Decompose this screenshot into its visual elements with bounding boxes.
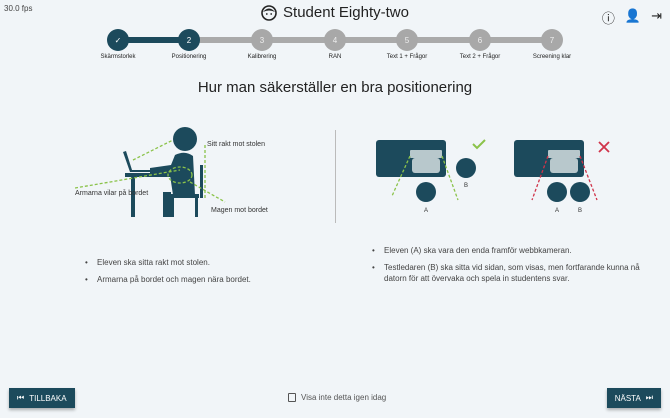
bullet: Eleven (A) ska vara den enda framför web… bbox=[372, 245, 642, 256]
back-label: TILLBAKA bbox=[29, 393, 67, 403]
cross-icon bbox=[598, 141, 610, 153]
step-4: 4 bbox=[324, 29, 346, 51]
checkbox-label: Visa inte detta igen idag bbox=[301, 393, 387, 402]
divider bbox=[335, 130, 336, 223]
checkbox-box[interactable] bbox=[288, 393, 296, 402]
step-6: 6 bbox=[469, 29, 491, 51]
step-label: RAN bbox=[328, 54, 342, 60]
step-label: Text 1 + Frågor bbox=[386, 54, 428, 60]
next-label: NÄSTA bbox=[614, 393, 641, 403]
step-5: 5 bbox=[396, 29, 418, 51]
camera-bullets: Eleven (A) ska vara den enda framför web… bbox=[372, 245, 642, 290]
back-button[interactable]: ⏮ TILLBAKA bbox=[9, 388, 75, 408]
annotation-sit: Sitt rakt mot stolen bbox=[207, 141, 265, 148]
speaker-user-icon[interactable]: 👤 bbox=[624, 8, 642, 23]
dont-show-again-checkbox[interactable]: Visa inte detta igen idag bbox=[288, 393, 386, 402]
section-heading: Hur man säkerställer en bra positionerin… bbox=[197, 79, 473, 96]
label-b: B bbox=[464, 183, 468, 189]
stepper-line-done bbox=[118, 37, 189, 43]
step-3: 3 bbox=[251, 29, 273, 51]
bullet: Armarna på bordet och magen nära bordet. bbox=[85, 274, 315, 285]
page-header: Student Eighty-two bbox=[0, 4, 670, 21]
stepper-line-todo bbox=[189, 37, 552, 43]
step-label: Text 2 + Frågor bbox=[459, 54, 501, 60]
help-icon[interactable]: ⓘ bbox=[601, 11, 615, 26]
student-name: Student Eighty-two bbox=[283, 4, 409, 21]
check-icon bbox=[472, 139, 486, 150]
step-label: Skärmstorlek bbox=[100, 54, 136, 60]
step-2: 2 bbox=[178, 29, 200, 51]
next-button[interactable]: NÄSTA ⏭ bbox=[606, 388, 661, 408]
skip-back-icon: ⏮ bbox=[17, 393, 25, 402]
positioning-bullets: Eleven ska sitta rakt mot stolen. Armarn… bbox=[85, 257, 315, 291]
step-1: ✓ bbox=[107, 29, 129, 51]
fps-counter: 30.0 fps bbox=[4, 4, 33, 13]
posture-illustration: Sitt rakt mot stolen Armarna vilar på bo… bbox=[75, 127, 268, 217]
annotation-arms: Armarna vilar på bordet bbox=[75, 189, 148, 197]
bullet: Testledaren (B) ska sitta vid sidan, som… bbox=[372, 262, 642, 284]
step-7: 7 bbox=[541, 29, 563, 51]
label-a-wrong: A bbox=[555, 208, 559, 214]
camera-setup-illustration: A B A B bbox=[376, 139, 610, 214]
bullet: Eleven ska sitta rakt mot stolen. bbox=[85, 257, 315, 268]
annotation-stomach: Magen mot bordet bbox=[211, 207, 268, 214]
step-label: Screening klar bbox=[532, 54, 572, 60]
face-icon bbox=[261, 4, 277, 21]
step-label: Kalibrering bbox=[247, 54, 277, 60]
label-a: A bbox=[424, 208, 428, 214]
skip-forward-icon: ⏭ bbox=[645, 393, 653, 402]
logout-icon[interactable]: ⇥ bbox=[651, 8, 662, 23]
step-label: Positionering bbox=[171, 54, 207, 60]
label-b-wrong: B bbox=[578, 208, 582, 214]
